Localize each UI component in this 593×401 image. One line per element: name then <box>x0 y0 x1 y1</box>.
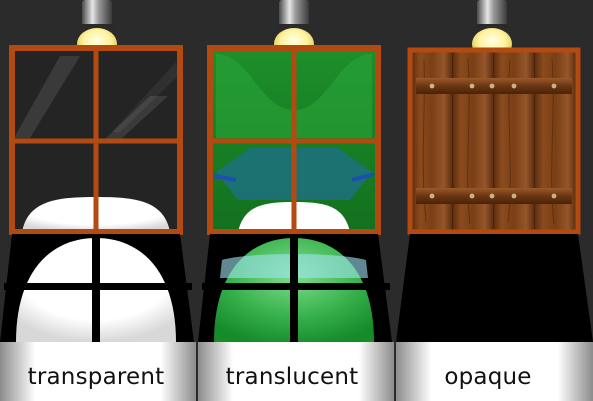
panel-opaque <box>396 0 593 401</box>
label-translucent: translucent <box>225 364 359 390</box>
door-icon <box>407 47 581 235</box>
label-transparent: transparent <box>27 364 165 390</box>
label-opaque: opaque <box>444 364 532 390</box>
window-icon <box>207 45 381 235</box>
window-icon <box>9 45 183 235</box>
panel-transparent <box>0 0 196 401</box>
panel-translucent <box>198 0 394 401</box>
